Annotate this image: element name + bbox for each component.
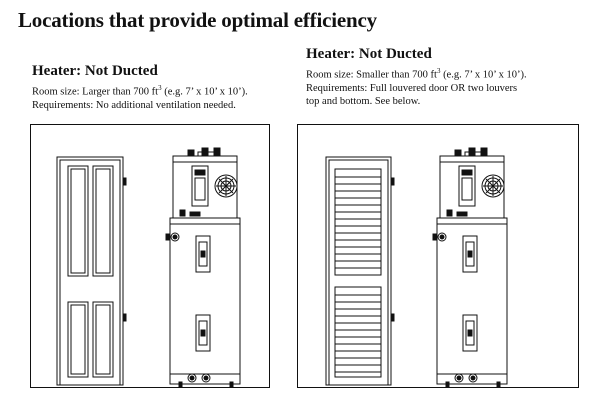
water-heater-right [432, 147, 508, 388]
panel-right-requirements-line-1: Requirements: Full louvered door OR two … [306, 82, 518, 94]
left-room-frame [30, 124, 270, 388]
panel-left-room-size: Room size: Larger than 700 ft3 (e.g. 7’ … [32, 84, 248, 98]
right-room-frame [297, 124, 579, 388]
panel-left-text: Heater: Not Ducted Room size: Larger tha… [32, 63, 248, 112]
panel-right-heading: Heater: Not Ducted [306, 46, 432, 62]
panel-right-text: Heater: Not Ducted Room size: Smaller th… [306, 46, 527, 108]
solid-panel-door [56, 156, 127, 386]
right-room-illustration [297, 124, 579, 388]
panel-left-heading: Heater: Not Ducted [32, 63, 158, 79]
louvered-door [325, 156, 395, 386]
panel-right-room-size: Room size: Smaller than 700 ft3 (e.g. 7’… [306, 67, 527, 81]
panel-right-requirements-line-2: top and bottom. See below. [306, 95, 421, 107]
left-room-illustration [30, 124, 270, 388]
water-heater-left [165, 147, 241, 388]
panel-left-requirements: Requirements: No additional ventilation … [32, 99, 236, 111]
page-title: Locations that provide optimal efficienc… [18, 8, 377, 32]
